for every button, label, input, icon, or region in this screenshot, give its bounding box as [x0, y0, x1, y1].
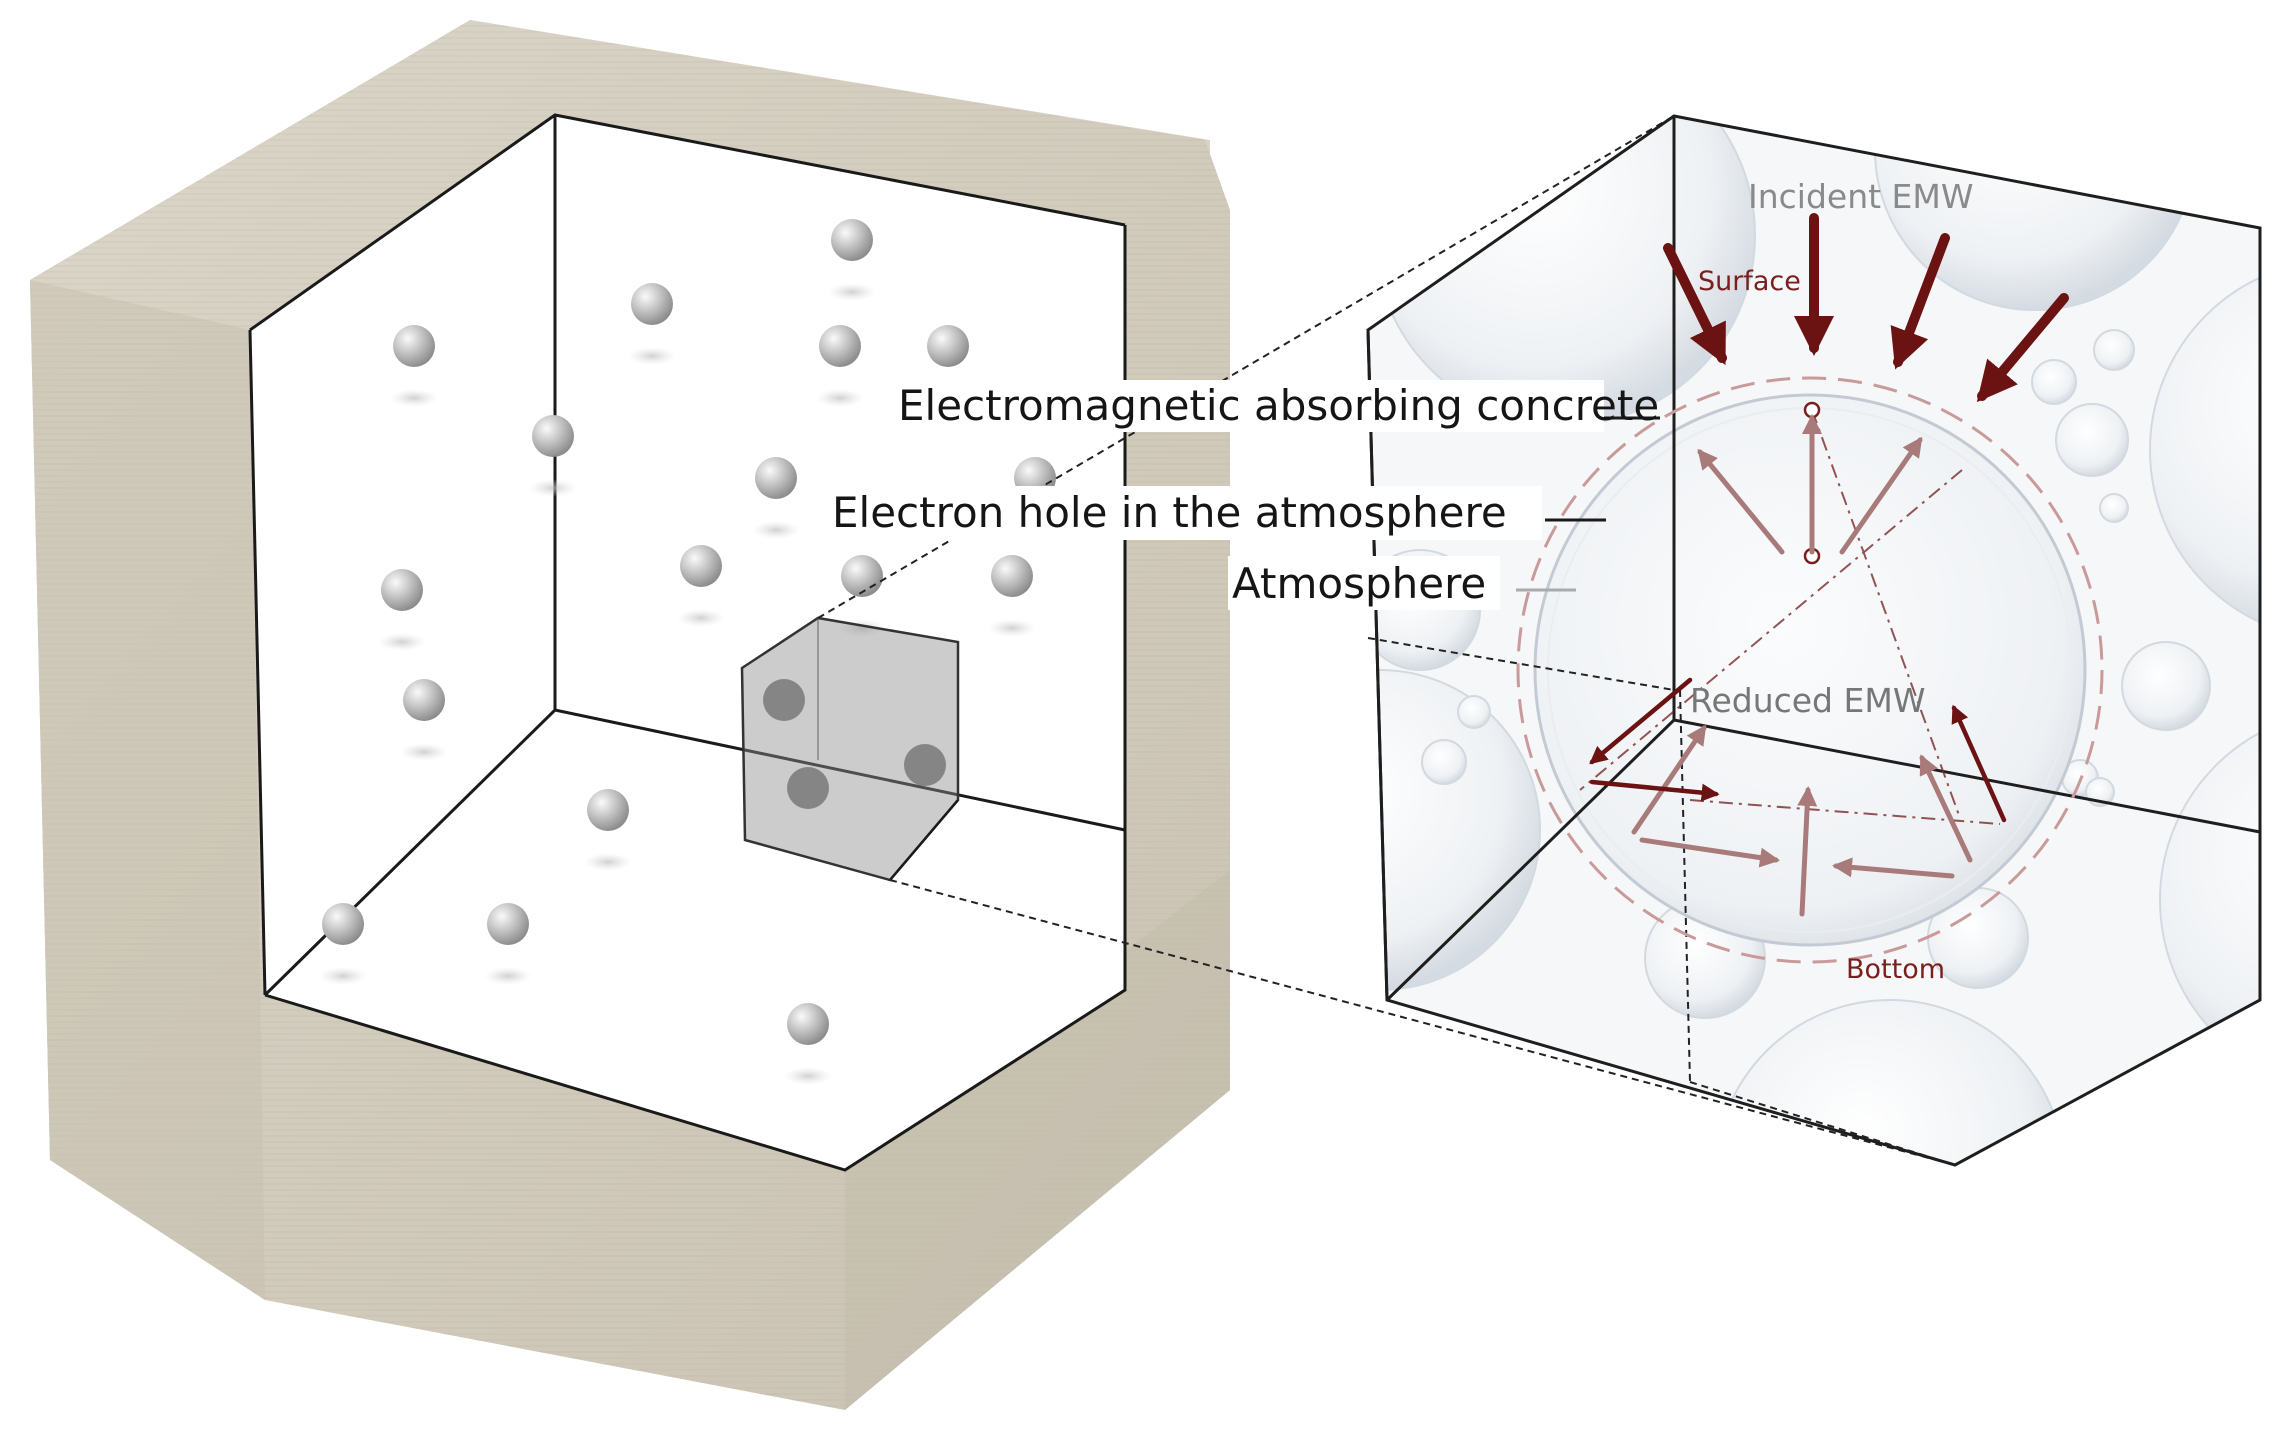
ball [378, 569, 426, 651]
sample-cube [740, 616, 960, 882]
surface-label: Surface [1698, 266, 1801, 297]
ball [400, 679, 448, 761]
ball [784, 1003, 832, 1085]
atmosphere-label: Atmosphere [1232, 559, 1486, 608]
ball [828, 219, 876, 301]
ball [752, 457, 800, 539]
ball [484, 903, 532, 985]
incident-emw-label: Incident EMW [1748, 177, 1974, 216]
ball [628, 283, 676, 365]
incident-arrows [1663, 213, 2069, 403]
electron-hole-label-bg [830, 486, 1542, 540]
ball [529, 415, 577, 497]
ball [319, 903, 367, 985]
reflection-arrows [1631, 414, 1973, 917]
ball [390, 325, 438, 407]
ball [584, 789, 632, 871]
leader-lines [1516, 416, 1660, 592]
ball [988, 555, 1036, 637]
interface-circle [1516, 376, 2104, 964]
magnified-cube [1366, 114, 2262, 1167]
electron-hole-label: Electron hole in the atmosphere [832, 488, 1507, 537]
bottom-label: Bottom [1846, 954, 1945, 985]
concrete-label-bg [892, 380, 1604, 432]
reduced-arrows [1589, 677, 2007, 823]
concrete-block [30, 20, 1230, 1410]
ball [677, 545, 725, 627]
atmosphere-label-bg [1228, 556, 1500, 610]
concrete-label: Electromagnetic absorbing concrete [898, 381, 1659, 430]
reduced-emw-label: Reduced EMW [1690, 681, 1925, 720]
scatter-paths [1579, 409, 2001, 825]
ball [816, 325, 864, 407]
zoom-lines [817, 115, 1956, 1166]
